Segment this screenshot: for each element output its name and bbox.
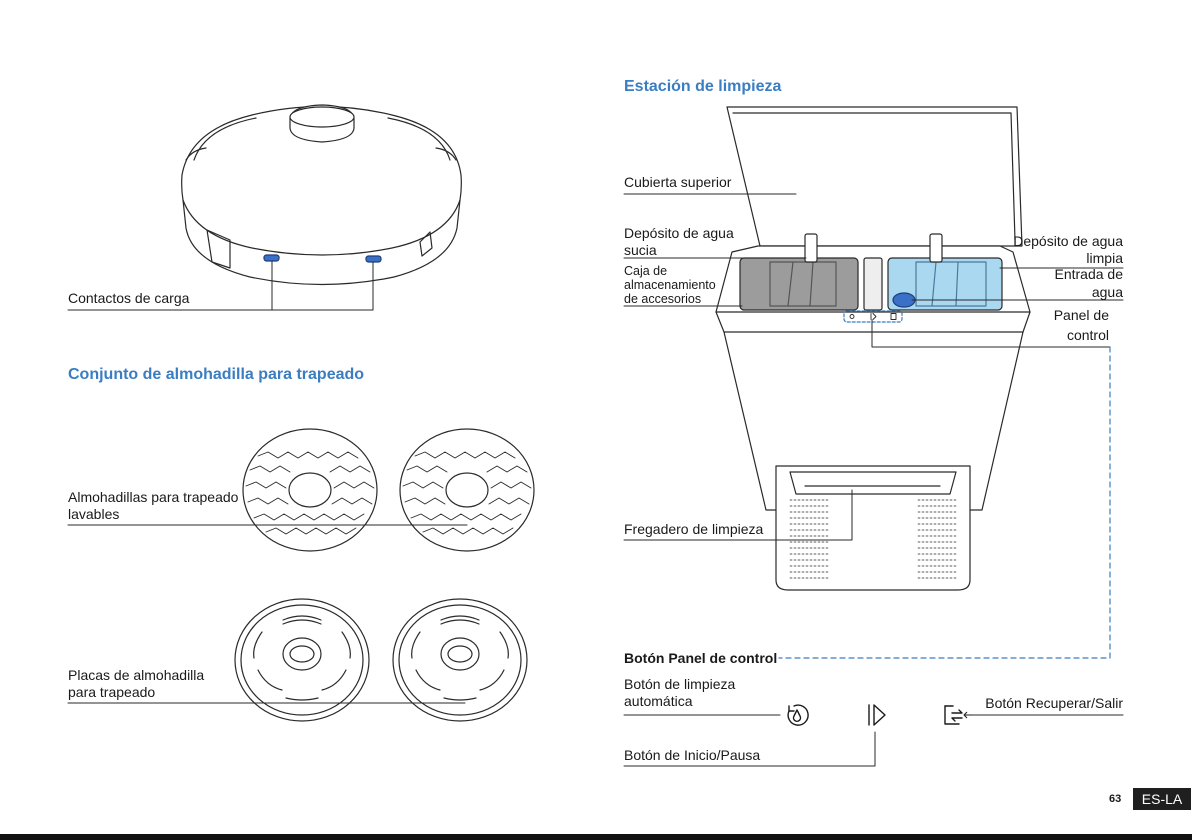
label-recover-exit: Botón Recuperar/Salir: [985, 695, 1123, 711]
label-accessory-box-line2: almacenamiento: [624, 278, 716, 292]
start-pause-icon[interactable]: [865, 702, 889, 728]
heading-cleaning-station: Estación de limpieza: [624, 78, 782, 95]
label-auto-clean-line2: automática: [624, 693, 693, 709]
label-mop-plates-line2: para trapeado: [68, 684, 156, 700]
label-accessory-box-line1: Caja de: [624, 264, 668, 278]
auto-clean-icon[interactable]: [783, 701, 811, 729]
label-control-panel-line2: control: [1066, 327, 1109, 343]
control-panel-dashed-leader: [778, 346, 1111, 659]
label-start-pause: Botón de Inicio/Pausa: [624, 747, 761, 763]
label-auto-clean-line1: Botón de limpieza: [624, 676, 736, 692]
label-washable-pads-line2: lavables: [68, 506, 120, 522]
label-accessory-box-line3: de accesorios: [624, 292, 702, 306]
leader-charging-contacts: [67, 260, 374, 311]
label-dirty-tank-line1: Depósito de agua: [624, 225, 734, 241]
label-charging-contacts: Contactos de carga: [68, 290, 190, 306]
label-top-cover: Cubierta superior: [624, 174, 732, 190]
label-dirty-tank-line2: sucia: [624, 242, 657, 258]
mop-plates-illustration: [234, 598, 528, 722]
language-badge: ES-LA: [1133, 788, 1191, 810]
label-water-inlet-line1: Entrada de: [1054, 266, 1124, 282]
label-water-inlet-line2: agua: [1091, 284, 1123, 300]
heading-mop-set: Conjunto de almohadilla para trapeado: [68, 366, 365, 383]
label-mop-plates-line1: Placas de almohadilla: [68, 667, 205, 683]
label-washable-pads-line1: Almohadillas para trapeado: [68, 489, 239, 505]
mop-plate-right: [392, 598, 528, 722]
page-number: 63: [1109, 793, 1122, 805]
label-clean-tank-line2: limpia: [1086, 250, 1123, 266]
label-wash-basin: Fregadero de limpieza: [624, 521, 764, 537]
station-leaders: [623, 193, 1124, 541]
label-control-panel-buttons: Botón Panel de control: [624, 650, 778, 666]
robot-vacuum-illustration: [181, 104, 462, 286]
washable-pad-left: [242, 428, 378, 552]
bottom-border: [0, 834, 1192, 840]
cleaning-station-illustration: [715, 106, 1031, 591]
recover-exit-icon[interactable]: [942, 703, 966, 727]
mop-plate-left: [234, 598, 370, 722]
washable-pad-right: [399, 428, 535, 552]
label-control-panel-line1: Panel de: [1053, 307, 1109, 323]
washable-mop-pads-illustration: [242, 428, 535, 552]
button-leaders: [623, 714, 1124, 767]
recover-pointer-arrow: [963, 711, 972, 719]
label-clean-tank-line1: Depósito de agua: [1013, 233, 1123, 249]
